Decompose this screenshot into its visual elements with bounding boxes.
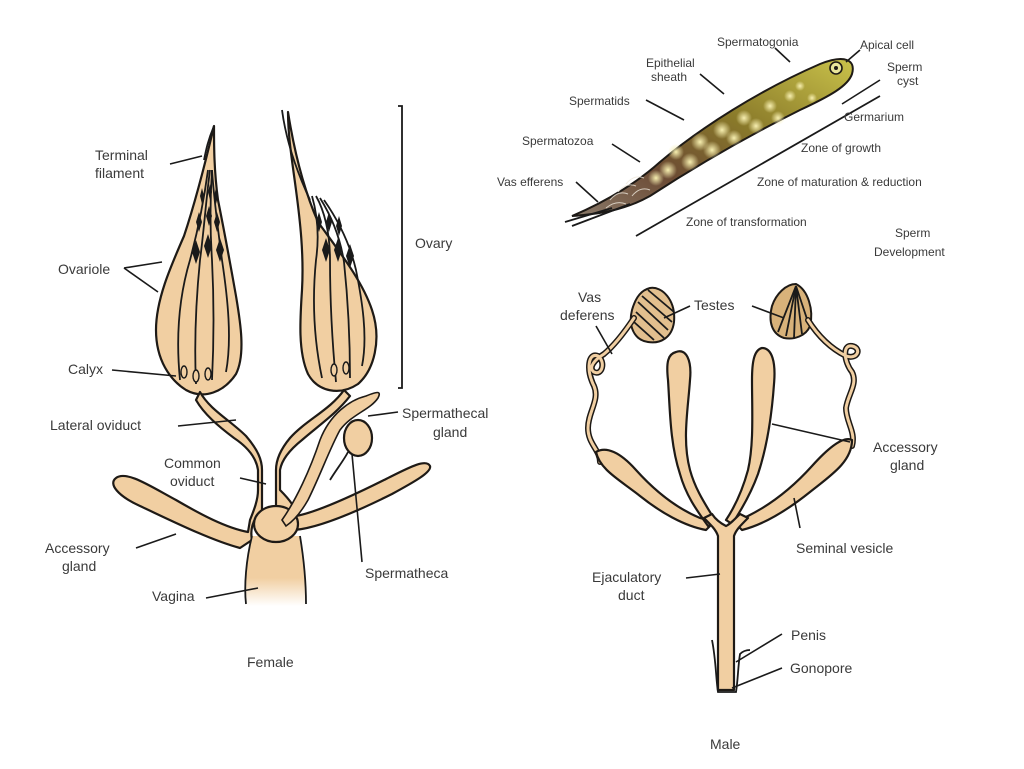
label-spermatozoa: Spermatozoa [522, 134, 594, 148]
label-spermatogonia: Spermatogonia [717, 35, 799, 49]
left-ovary [154, 124, 243, 396]
label-ejaculatory-duct-line1: Ejaculatory [592, 569, 661, 585]
label-common-oviduct-line1: Common [164, 455, 221, 471]
label-common-oviduct-line2: oviduct [170, 473, 214, 489]
label-seminal-vesicle: Seminal vesicle [796, 540, 893, 556]
left-testis [629, 286, 676, 344]
zone-axis-line [635, 95, 881, 237]
ovary-bracket [398, 105, 403, 389]
left-accessory-gland [666, 350, 718, 528]
label-apical-cell: Apical cell [860, 38, 914, 52]
label-ejaculatory-duct-line2: duct [618, 587, 645, 603]
spermatheca-bulb [342, 418, 374, 458]
label-sperm-cyst-line1: Sperm [887, 60, 922, 74]
label-spermathecal-gland-line1: Spermathecal [402, 405, 488, 421]
label-ovariole: Ovariole [58, 261, 110, 277]
label-sperm-cyst-line2: cyst [897, 74, 919, 88]
label-calyx: Calyx [68, 361, 103, 377]
right-vas-deferens [806, 318, 860, 448]
label-zone-of-transformation: Zone of transformation [686, 215, 807, 229]
caption-female: Female [247, 654, 294, 670]
label-zone-of-growth: Zone of growth [801, 141, 881, 155]
label-ovary: Ovary [415, 235, 452, 251]
label-testes: Testes [694, 297, 734, 313]
label-spermatids: Spermatids [569, 94, 630, 108]
label-spermathecal-gland-line2: gland [433, 424, 467, 440]
left-vas-deferens [586, 316, 636, 464]
ejaculatory-duct [702, 512, 750, 692]
label-zone-of-maturation: Zone of maturation & reduction [757, 175, 922, 189]
label-vas-efferens: Vas efferens [497, 175, 563, 189]
label-lateral-oviduct: Lateral oviduct [50, 417, 141, 433]
label-epithelial-sheath-line2: sheath [651, 70, 687, 84]
caption-sperm-development-line2: Development [874, 245, 945, 259]
label-terminal-filament-line2: filament [95, 165, 144, 181]
caption-sperm-development-line1: Sperm [895, 226, 930, 240]
caption-male: Male [710, 736, 741, 752]
label-vas-deferens-line1: Vas [578, 289, 601, 305]
label-penis: Penis [791, 627, 826, 643]
label-vagina: Vagina [152, 588, 195, 604]
female-ducts [112, 388, 432, 606]
label-accessory-gland-line2: gland [890, 457, 924, 473]
label-gonopore: Gonopore [790, 660, 852, 676]
label-terminal-filament-line1: Terminal [95, 147, 148, 163]
label-spermatheca: Spermatheca [365, 565, 448, 581]
label-accessory-gland-line1: Accessory [45, 540, 110, 556]
label-accessory-gland-line2: gland [62, 558, 96, 574]
right-testis [769, 282, 813, 340]
label-vas-deferens-line2: deferens [560, 307, 614, 323]
penis-outline [711, 639, 751, 693]
vagina-shape [245, 536, 306, 606]
male-system-panel: Vas deferens Testes Accessory gland Semi… [560, 282, 938, 752]
sperm-cyst-illustration [564, 58, 881, 237]
right-accessory-gland [724, 346, 776, 526]
female-system-panel: Terminal filament Ovary Ovariole Calyx L… [45, 105, 488, 670]
right-ovary [281, 109, 378, 392]
label-germarium: Germarium [844, 110, 904, 124]
label-epithelial-sheath-line1: Epithelial [646, 56, 695, 70]
sperm-development-panel: Spermatogonia Apical cell Epithelial she… [497, 35, 945, 259]
label-accessory-gland-line1: Accessory [873, 439, 938, 455]
